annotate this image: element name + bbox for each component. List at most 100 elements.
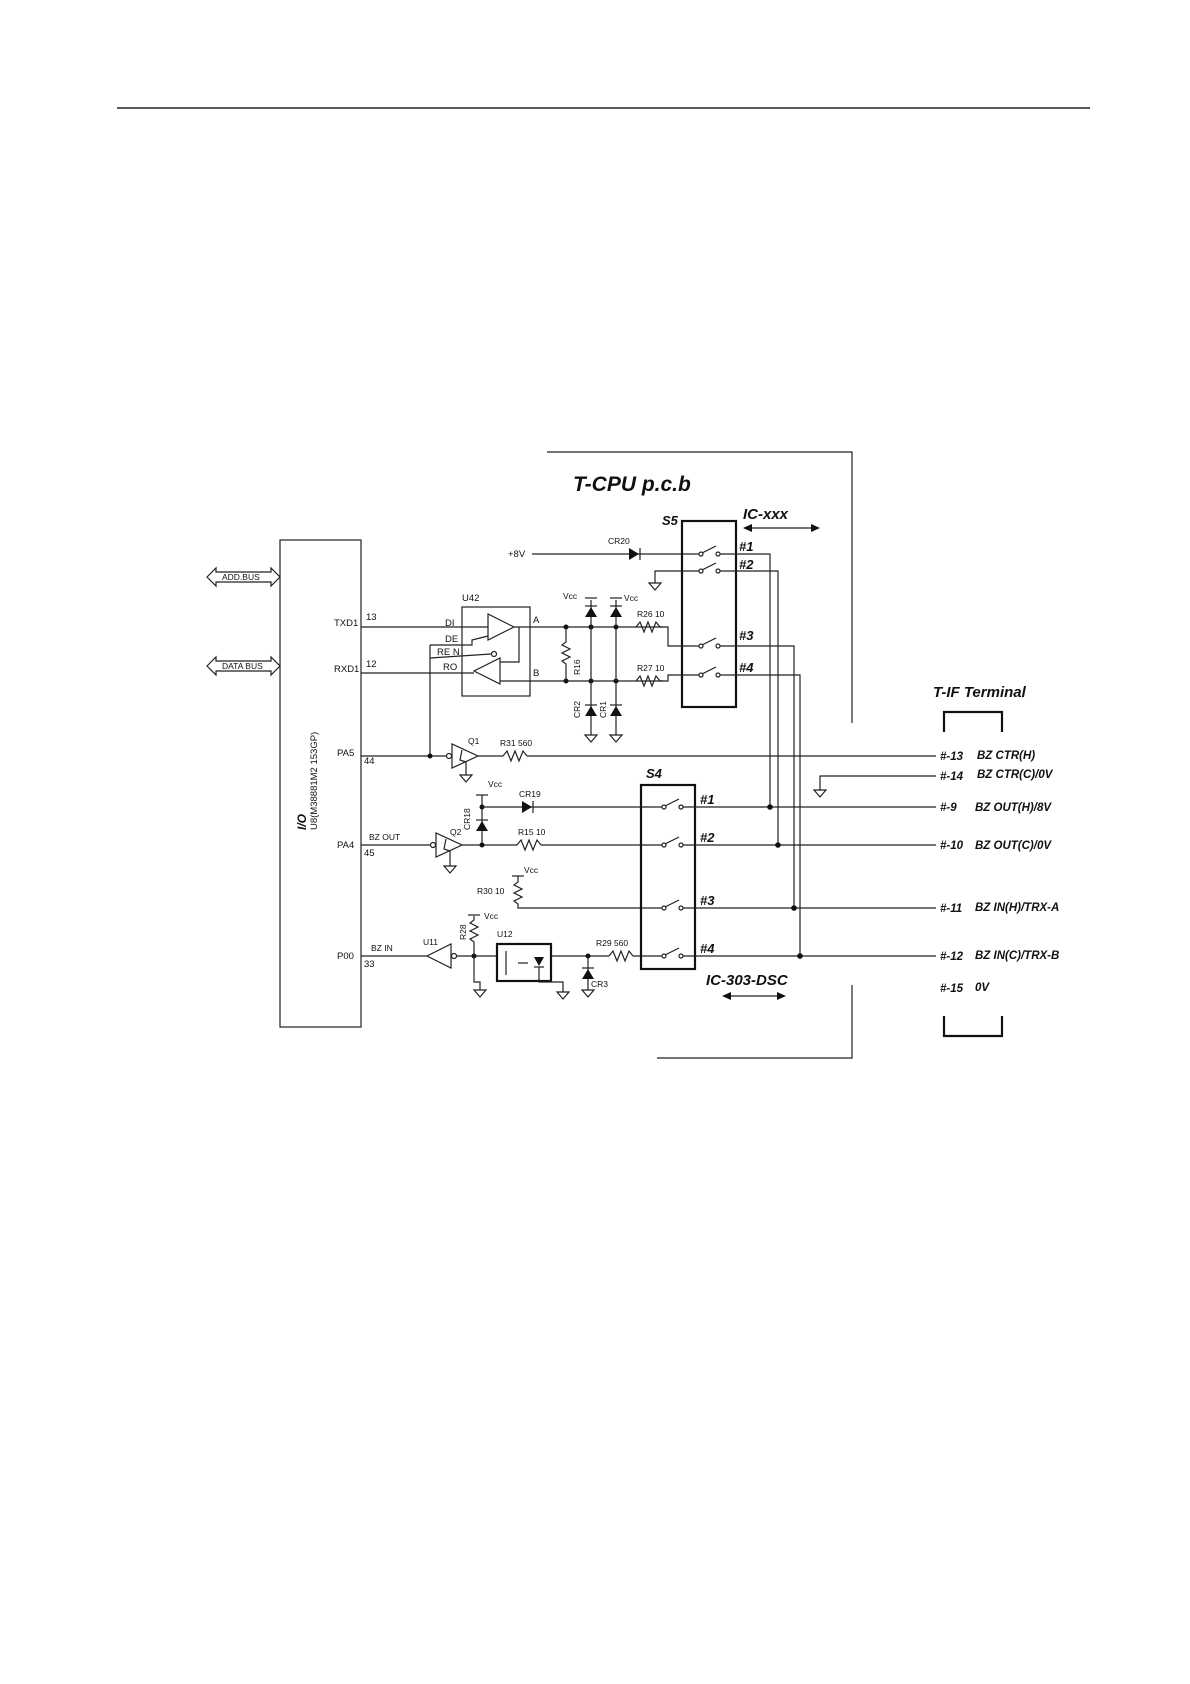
s4-pin2: #2 — [700, 830, 715, 845]
terminal-10-pin: #-10 — [940, 840, 964, 852]
pin12-label: 12 — [366, 659, 377, 670]
u12-led — [534, 957, 544, 966]
s4-pin3: #3 — [700, 893, 715, 908]
pa5-label: PA5 — [337, 748, 354, 759]
terminal-15-pin: #-15 — [940, 983, 964, 995]
r28-resistor — [468, 916, 480, 956]
s4-pin4: #4 — [700, 941, 715, 956]
s4-switches — [661, 798, 684, 959]
ground-cr1 — [608, 734, 624, 743]
s5-4-in — [660, 674, 699, 682]
ground-s5-2 — [647, 582, 663, 591]
u42-de: DE — [445, 634, 458, 645]
junction-s5-4 — [797, 953, 803, 959]
bz-out-label: BZ OUT — [369, 832, 400, 842]
txd1-label: TXD1 — [334, 618, 358, 629]
junction-pa5 — [427, 753, 433, 759]
s5-3-in — [660, 626, 699, 647]
terminal-13-name: BZ CTR(H) — [977, 750, 1035, 762]
diode-cr1 — [610, 706, 622, 716]
junction-s5-3 — [791, 905, 797, 911]
terminal-9-pin: #-9 — [940, 802, 957, 814]
vcc-label-5: Vcc — [484, 911, 499, 921]
ic303-label: IC-303-DSC — [706, 972, 789, 989]
tcpu-boundary-bottom — [657, 985, 853, 1059]
terminal-12-name: BZ IN(C)/TRX-B — [975, 950, 1059, 962]
r28-label: R28 — [458, 924, 468, 940]
cr2-label: CR2 — [572, 701, 582, 718]
s5-pin2: #2 — [739, 557, 754, 572]
q2-hyst — [443, 838, 451, 852]
r15-label: R15 10 — [518, 827, 546, 837]
add-bus-label: ADD.BUS — [222, 572, 260, 582]
ground-q1 — [458, 774, 474, 783]
r27-resistor — [635, 674, 661, 688]
data-bus-arrow — [206, 655, 281, 677]
r15-resistor — [516, 838, 542, 852]
vcc-label-4: Vcc — [524, 865, 539, 875]
pin33-label: 33 — [364, 959, 375, 970]
cr18-diode — [476, 821, 488, 831]
cr19-diode — [522, 801, 532, 813]
terminal-11-name: BZ IN(H)/TRX-A — [975, 902, 1059, 914]
vcc-label-3: Vcc — [488, 779, 503, 789]
s5-pin3: #3 — [739, 628, 754, 643]
s5-2-out — [720, 570, 779, 845]
pin13-label: 13 — [366, 612, 377, 623]
u11-bubble — [450, 952, 458, 960]
cr1-label: CR1 — [598, 701, 608, 718]
cr18-label: CR18 — [462, 808, 472, 830]
u42-label: U42 — [462, 593, 479, 604]
s5-3-out — [720, 645, 795, 908]
q1-label: Q1 — [468, 736, 480, 746]
pa4-label: PA4 — [337, 840, 354, 851]
r16-resistor — [560, 627, 572, 681]
u42-driver — [487, 613, 516, 641]
junction-s5-2 — [775, 842, 781, 848]
r26-label: R26 10 — [637, 609, 665, 619]
terminal-list: #-13 BZ CTR(H) #-14 BZ CTR(C)/0V #-9 BZ … — [940, 750, 1059, 995]
u11-buffer — [425, 943, 452, 969]
diode-top-2 — [610, 607, 622, 617]
terminal-10-name: BZ OUT(C)/0V — [975, 840, 1052, 852]
u12-label: U12 — [497, 929, 513, 939]
r27-label: R27 10 — [637, 663, 665, 673]
ground-u12 — [555, 991, 571, 1000]
u42-ro: RO — [443, 662, 457, 673]
junction-s5-1 — [767, 804, 773, 810]
r29-resistor — [608, 949, 634, 963]
s5-1-out — [720, 553, 771, 807]
u42-a: A — [533, 615, 540, 626]
r31-label: R31 560 — [500, 738, 532, 748]
tif-bracket-top — [942, 710, 1004, 732]
s5-switches — [698, 545, 721, 678]
s5-switch-bank — [680, 519, 738, 709]
q2-label: Q2 — [450, 827, 462, 837]
terminal-13-pin: #-13 — [940, 751, 964, 763]
u11-label: U11 — [423, 937, 438, 947]
s5-4-out — [720, 674, 801, 956]
s5-label: S5 — [662, 513, 679, 528]
u12-ground-wire — [538, 967, 564, 992]
plus8v-label: +8V — [508, 549, 526, 560]
junction-q2 — [479, 842, 485, 848]
r30-label: R30 10 — [477, 886, 505, 896]
ground-bz-ctr — [812, 789, 828, 798]
u8-label: U8(M38881M2 153GP) — [309, 732, 320, 830]
ren-wire — [429, 653, 492, 659]
pin45-label: 45 — [364, 848, 375, 859]
tcpu-boundary-top — [547, 451, 853, 723]
s5-pin1: #1 — [739, 539, 753, 554]
vcc-label-2: Vcc — [624, 593, 639, 603]
bz-in-label: BZ IN — [371, 943, 393, 953]
u42-feedback — [500, 627, 520, 663]
cr3-diode — [582, 969, 594, 979]
pin44-label: 44 — [364, 756, 375, 767]
r26-resistor — [635, 620, 661, 634]
rxd1-label: RXD1 — [334, 664, 359, 675]
ground-cr3 — [580, 989, 596, 998]
io-label: I/O — [295, 813, 309, 830]
ic-xxx-arrow-left — [743, 524, 752, 532]
terminal-14-name: BZ CTR(C)/0V — [977, 769, 1054, 781]
